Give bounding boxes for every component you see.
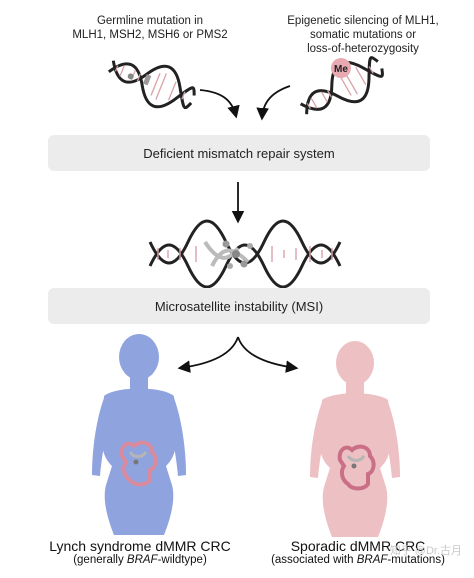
epigenetic-caption-line-3: loss-of-heterozygosity — [307, 43, 419, 55]
lynch-outcome: Lynch syndrome dMMR CRC (generally BRAF-… — [30, 538, 250, 566]
watermark: 知乎 @Dr.古月 — [389, 545, 462, 557]
sporadic-body-icon — [310, 341, 400, 537]
epigenetic-caption-line-1: Epigenetic silencing of MLH1, — [287, 15, 439, 27]
arrow-msi-to-lynch — [177, 336, 239, 373]
lynch-sub-gene: BRAF — [126, 554, 158, 566]
epigenetic-caption-line-2: somatic mutations or — [309, 29, 417, 41]
sporadic-sub-gene: BRAF — [356, 554, 388, 566]
sporadic-subtitle: (associated with BRAF-mutations) — [252, 554, 464, 566]
methyl-label: Me — [334, 64, 348, 75]
msi-label: Microsatellite instability (MSI) — [154, 298, 324, 314]
germline-caption: Germline mutation in MLH1, MSH2, MSH6 or… — [70, 14, 230, 42]
lynch-sub-prefix: (generally — [73, 554, 127, 566]
sporadic-sub-prefix: (associated with — [271, 554, 357, 566]
lynch-title: Lynch syndrome dMMR CRC — [49, 538, 231, 554]
lynch-body-icon — [92, 334, 186, 535]
epigenetic-caption: Epigenetic silencing of MLH1, somatic mu… — [268, 14, 458, 56]
arrow-msi-to-sporadic — [237, 336, 299, 373]
msi-dna-icon — [148, 219, 342, 289]
dmmr-box: Deficient mismatch repair system — [48, 135, 430, 171]
lynch-sub-suffix: -wildtype) — [157, 554, 207, 566]
msi-box: Microsatellite instability (MSI) — [48, 288, 430, 324]
dmmr-label: Deficient mismatch repair system — [143, 145, 335, 161]
germline-caption-line-1: Germline mutation in — [96, 15, 204, 27]
sporadic-title: Sporadic dMMR CRC — [290, 538, 426, 554]
germline-caption-line-2: MLH1, MSH2, MSH6 or PMS2 — [72, 29, 228, 41]
lynch-subtitle: (generally BRAF-wildtype) — [30, 554, 250, 566]
sporadic-sub-suffix: -mutations) — [387, 554, 445, 566]
germline-dna-icon — [107, 60, 196, 110]
arrow-epigenetic-to-dmmr — [256, 85, 291, 121]
arrow-germline-to-dmmr — [199, 89, 240, 119]
methyl-tag-icon: Me — [331, 58, 351, 78]
sporadic-outcome: Sporadic dMMR CRC (associated with BRAF-… — [252, 538, 464, 566]
